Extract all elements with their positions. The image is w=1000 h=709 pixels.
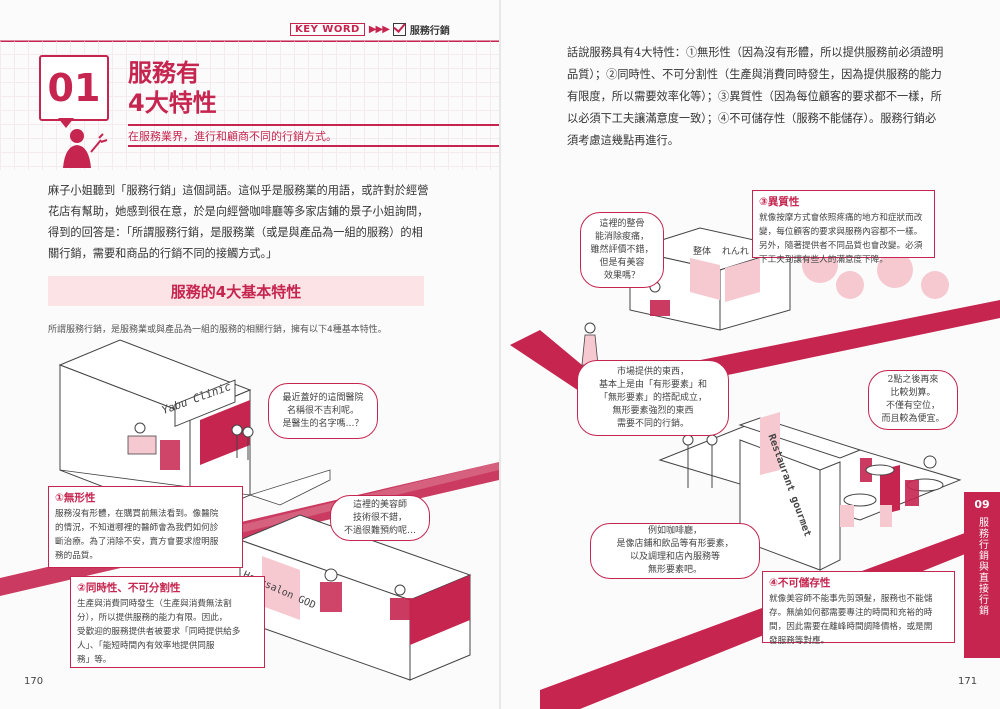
page-subtitle: 在服務業界，進行和顧商不同的行銷方式。	[128, 130, 337, 143]
gutter	[499, 0, 501, 709]
subtitle-rule-top	[128, 124, 499, 126]
info-box-perishability: ④不可儲存性 就像美容師不能事先剪頭髮，服務也不能儲 存。無論如何都需要專注的時…	[762, 571, 955, 646]
info-box-body: 就像按摩方式會依照疼痛的地方和症狀而改 變，每位顧客的要求與服務內容都不一樣。 …	[759, 213, 923, 265]
subtitle-rule-bottom	[128, 145, 499, 147]
intro-line: 須考慮這幾點再進行。	[567, 134, 679, 147]
info-box-intangibility: ①無形性 服務沒有形體，在購買前無法看到。像醫院 的情況，不知道哪裡的醫師會為我…	[48, 486, 243, 568]
intro-line: 花店有幫助，她感到很在意，於是向經營咖啡廳等多家店鋪的景子小姐詢問，	[48, 205, 429, 218]
section-heading: 服務的4大基本特性	[48, 276, 424, 306]
info-box-title: ②同時性、不可分割性	[77, 582, 181, 594]
speech-bubble: 例如咖啡廳， 是像店鋪和飲品等有形要素， 以及調理和店內服務等 無形要素吧。	[590, 523, 760, 579]
keyword-text: 服務行銷	[409, 26, 450, 37]
intro-line: 話說服務具有4大特性：①無形性（因為沒有形體，所以提供服務前必須證明	[567, 46, 944, 59]
page-number-left: 170	[24, 676, 44, 687]
title-line-1: 服務有	[128, 59, 200, 87]
arrow-icons: ▶▶▶	[368, 24, 390, 35]
intro-line: 有限度，所以需要效率化等）；③異質性（因為每位顧客的要求都不一樣，所	[567, 90, 942, 103]
info-box-simultaneity: ②同時性、不可分割性 生產與消費同時發生（生產與消費無法割 分），所以提供服務的…	[70, 576, 265, 668]
speech-bubble: 這裡的美容師 技術很不錯， 不過很難預約呢…	[330, 495, 430, 541]
info-box-title: ①無形性	[55, 492, 96, 504]
info-box-title: ③異質性	[759, 196, 800, 208]
page-title: 服務有 4大特性	[128, 58, 217, 118]
info-box-heterogeneity: ③異質性 就像按摩方式會依照疼痛的地方和症狀而改 變，每位顧客的要求與服務內容都…	[752, 190, 935, 265]
side-tab-number: 09	[974, 498, 990, 511]
info-box-body: 服務沒有形體，在購買前無法看到。像醫院 的情況，不知道哪裡的醫師會為我們如何診 …	[55, 509, 219, 561]
intro-line: 麻子小姐聽到「服務行銷」這個詞語。這似乎是服務業的用語，或許對於經營	[48, 184, 429, 197]
speech-bubble: 2點之後再來 比較划算。 不僅有空位， 而且較為便宜。	[868, 370, 958, 430]
info-box-title: ④不可儲存性	[769, 577, 831, 589]
speech-bubble: 這裡的整骨 能消除痠痛， 雖然評價不錯， 但是有美容 效果嗎？	[580, 212, 664, 288]
intro-line: 以必須下工夫讓滿意度一致）；④不可儲存性（服務不能儲存）。服務行銷必	[567, 112, 937, 125]
title-line-2: 4大特性	[128, 89, 217, 117]
info-box-body: 就像美容師不能事先剪頭髮，服務也不能儲 存。無論如何都需要專注的時間和充裕的時 …	[769, 594, 933, 646]
chapter-number: 01	[39, 55, 109, 121]
checkbox-icon	[392, 23, 406, 36]
massage-sign-main: 整体	[693, 247, 712, 257]
intro-line: 關行銷，需要和商品的行銷不同的接觸方式。」	[48, 247, 278, 260]
keyword-bar: KEY WORD ▶▶▶ 服務行銷	[290, 22, 450, 37]
intro-line: 品質）；②同時性、不可分割性（生產與消費同時發生，因為提供服務的能力	[567, 68, 942, 81]
left-intro-text: 麻子小姐聽到「服務行銷」這個詞語。這似乎是服務業的用語，或許對於經營 花店有幫助…	[48, 180, 438, 264]
side-tab-text: 服務行銷與直接行銷	[976, 517, 988, 616]
keyword-label: KEY WORD	[290, 23, 365, 36]
presenter-icon	[63, 129, 108, 168]
chapter-side-tab: 09 服務行銷與直接行銷	[964, 492, 1000, 658]
right-intro-text: 話說服務具有4大特性：①無形性（因為沒有形體，所以提供服務前必須證明 品質）；②…	[567, 42, 957, 152]
massage-sign-sub: れんれ	[721, 247, 749, 257]
info-box-body: 生產與消費同時發生（生產與消費無法割 分），所以提供服務的能力有限。因此， 受歡…	[77, 599, 241, 665]
intro-line: 得到的回答是：「所謂服務行銷，是服務業（或是與產品為一組的服務）的相	[48, 226, 423, 239]
speech-tail-icon	[58, 118, 74, 128]
massage-sign: 整体 れんれ	[693, 244, 749, 257]
page-number-right: 171	[958, 676, 978, 687]
speech-bubble: 市場提供的東西， 基本上是由「有形要素」和 「無形要素」的搭配成立， 無形要素強…	[577, 360, 729, 436]
speech-bubble: 最近蓋好的這間醫院 名稱很不吉利呢。 是醫生的名字嗎…？	[268, 383, 378, 439]
section-description: 所謂服務行銷，是服務業或與產品為一組的服務的相關行銷，擁有以下4種基本特性。	[48, 325, 387, 335]
